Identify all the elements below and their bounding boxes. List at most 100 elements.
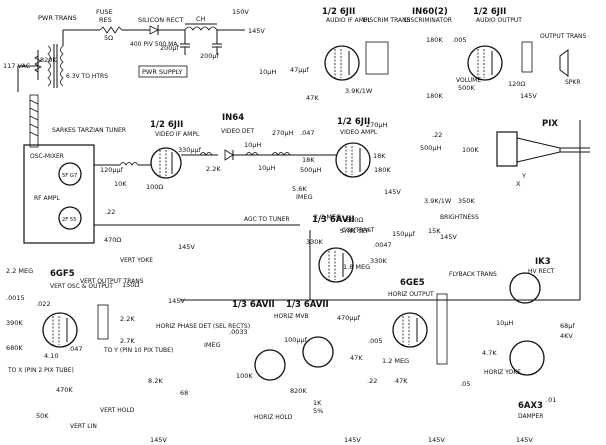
va-39k: 3.9K/1W — [424, 197, 452, 205]
audio-if-tube: 1/2 6JII — [322, 7, 355, 17]
vac-label: 117 VAC — [3, 62, 31, 70]
vd-10u-1: 10μH — [244, 141, 261, 149]
mvb-5pct: 5% — [313, 407, 323, 415]
vo-50k: 50K — [36, 412, 49, 420]
to-x-label: TO X (PIN 2 PIX TUBE) — [7, 367, 74, 374]
vo-22k: 2.2K — [120, 315, 135, 323]
tu-120: 120μμf — [100, 166, 124, 174]
discrim-diode: IN60(2) — [412, 7, 448, 17]
pd-82k: 8.2K — [148, 377, 163, 385]
audio-if-func: AUDIO IF AMPL — [326, 17, 372, 24]
discrim-func: DISCRIMINATOR — [404, 17, 452, 24]
tu-100o: 100Ω — [146, 183, 163, 191]
horiz-mvb-tube: 1/3 6AVII — [286, 300, 329, 310]
fuse-label: FUSE — [96, 8, 113, 16]
vd-047: .047 — [300, 129, 314, 137]
tu-22: .22 — [105, 208, 115, 216]
video-det-func: VIDEO DET — [221, 128, 254, 135]
vd-56k: 5.6K — [292, 185, 307, 193]
vo-047: .047 — [68, 345, 82, 353]
vo-022: .022 — [36, 300, 50, 308]
audio-out-tube: 1/2 6JII — [473, 7, 506, 17]
vert-hold-label: VERT HOLD — [100, 407, 135, 414]
video-if-330: 330μμf — [178, 146, 202, 154]
tuner-brand: SARKES TARZIAN TUNER — [52, 127, 126, 134]
video-ampl-tube: 1/2 6JII — [337, 117, 370, 127]
tu-10k: 10K — [114, 180, 127, 188]
filter-cap-1: 200μf — [160, 44, 180, 52]
va-100k: 100K — [462, 146, 479, 154]
ss-18m: 1.8 MEG — [343, 263, 370, 271]
speaker-label: SPKR — [565, 79, 581, 86]
heater-label: 6.3V TO HTRS — [66, 73, 108, 80]
va-22m: 2.2 MEG — [314, 213, 341, 221]
hv-rect-func: HV RECT — [528, 268, 555, 275]
pix-x: X — [516, 180, 521, 188]
horiz-out-func: HORIZ OUTPUT — [388, 291, 434, 298]
dmp-4kv: 4KV — [560, 332, 573, 340]
ho-12m: 1.2 MEG — [382, 357, 409, 365]
mvb-145: 145V — [344, 436, 361, 444]
video-chain: 1/2 6JII VIDEO IF AMPL 330μμf IN64 VIDEO… — [94, 113, 479, 235]
tuner-osc-mixer: OSC-MIXER — [30, 153, 64, 160]
contrast-label: CONTRAST — [342, 227, 375, 234]
mvb-820k: 820K — [290, 387, 307, 395]
vert-yoke-label: VERT YOKE — [120, 257, 153, 264]
damper-func: DAMPER — [518, 413, 543, 420]
va-22: .22 — [432, 131, 442, 139]
output-trans-label: OUTPUT TRANS — [540, 33, 587, 40]
agc-label: AGC TO TUNER — [244, 216, 290, 223]
va-270: 270μH — [366, 121, 388, 129]
sync-sep-func: SYNC SEP — [340, 228, 370, 235]
hv-rect-tube: IK3 — [535, 257, 551, 267]
volume-label: VOLUME — [456, 77, 481, 84]
choke-label: CH — [196, 15, 206, 23]
video-if-tube: 1/2 6JII — [150, 120, 183, 130]
vd-18k: 18K — [302, 156, 315, 164]
pwr-trans-label: PWR TRANS — [38, 14, 77, 22]
discrim-005: .005 — [452, 36, 466, 44]
ss-330k: 330K — [306, 238, 323, 246]
va-500u: 500μH — [420, 144, 442, 152]
video-if-func: VIDEO IF AMPL — [155, 131, 200, 138]
dmp-05: .05 — [460, 380, 470, 388]
fuse-res-value: 5Ω — [104, 34, 113, 42]
va-15k: 15K — [428, 227, 441, 235]
to-y-label: TO Y (PIN 10 PIX TUBE) — [103, 347, 173, 354]
ho-145: 145V — [428, 436, 445, 444]
vert-osc-func: VERT OSC & OUTPUT — [50, 283, 113, 290]
mvb-100: 100μμf — [284, 336, 308, 344]
aif-39k: 3.9K/1W — [345, 87, 373, 95]
vo-410: 4.10 — [44, 352, 58, 360]
pix-label: PIX — [542, 119, 558, 129]
ss-330k-2: 330K — [370, 257, 387, 265]
pd-imeg: IMEG — [204, 341, 221, 349]
vo-390k: 390K — [6, 319, 23, 327]
power-supply: PWR TRANS FUSE RES 5Ω SILICON RECT 400 P… — [3, 8, 265, 92]
aif-47p: 47μμf — [290, 66, 310, 74]
agc-470: 470Ω — [104, 236, 121, 244]
tuner-rf-tube: 2F 55 — [62, 217, 77, 223]
ao-145: 145V — [520, 92, 537, 100]
video-det-diode: IN64 — [222, 113, 244, 123]
pd-100: 100K — [236, 372, 253, 380]
dmp-68: 68μf — [560, 322, 575, 330]
bleeder-label: 820K — [40, 56, 57, 64]
pix-y: Y — [521, 172, 526, 180]
mvb-47k: 47K — [350, 354, 363, 362]
discrim-180k-top: 180K — [426, 36, 443, 44]
b-plus-145-top: 145V — [248, 27, 265, 35]
vo-22m: 2.2 MEG — [6, 267, 33, 275]
ss-145: 145V — [440, 233, 457, 241]
va-180: 180K — [374, 166, 391, 174]
tuner-block: SARKES TARZIAN TUNER OSC-MIXER 5F G7 RF … — [23, 94, 126, 244]
horiz-hold-label: HORIZ HOLD — [254, 414, 293, 421]
ho-005: .005 — [368, 337, 382, 345]
aif-10u: 10μH — [259, 68, 276, 76]
pwr-supply-box-label: PWR SUPPLY — [142, 68, 182, 76]
phase-det-func: HORIZ PHASE DET (SEL RECTS) — [156, 323, 250, 330]
vo-145: 145V — [168, 297, 185, 305]
pd-145: 145V — [150, 436, 167, 444]
phase-det-tube: 1/3 6AVII — [232, 300, 275, 310]
tuner-rf-ampl: RF AMPL — [34, 195, 60, 202]
